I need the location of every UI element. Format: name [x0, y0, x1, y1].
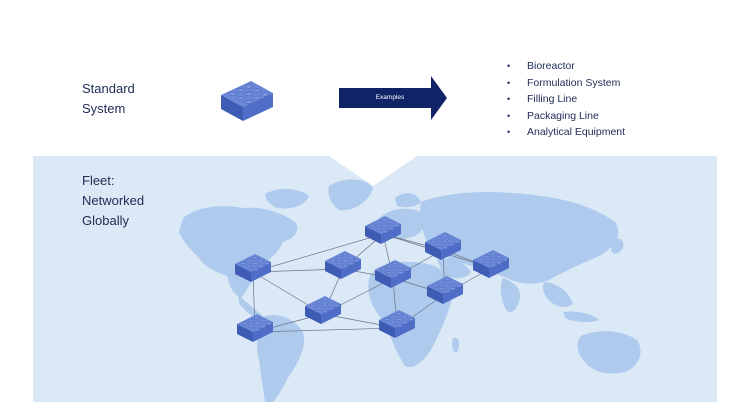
fleet-line-1: Fleet: — [82, 173, 115, 188]
example-item-analytical-equipment: Analytical Equipment — [507, 124, 625, 141]
examples-arrow-label: Examples — [375, 94, 405, 101]
fleet-line-3: Globally — [82, 213, 129, 228]
fleet-networked-globally-label: Fleet: Networked Globally — [82, 171, 144, 231]
examples-arrow — [339, 76, 447, 120]
standard-system-label: Standard System — [82, 79, 135, 119]
example-item-filling-line: Filling Line — [507, 91, 625, 108]
fleet-line-2: Networked — [82, 193, 145, 208]
example-item-formulation-system: Formulation System — [507, 75, 625, 92]
fleet-map-panel — [33, 156, 717, 402]
standard-brick-icon — [221, 81, 273, 121]
world-map — [179, 179, 641, 402]
standard-line-2: System — [82, 101, 126, 116]
example-item-bioreactor: Bioreactor — [507, 58, 625, 75]
standard-line-1: Standard — [82, 81, 135, 96]
examples-list: Bioreactor Formulation System Filling Li… — [507, 58, 625, 141]
example-item-packaging-line: Packaging Line — [507, 108, 625, 125]
